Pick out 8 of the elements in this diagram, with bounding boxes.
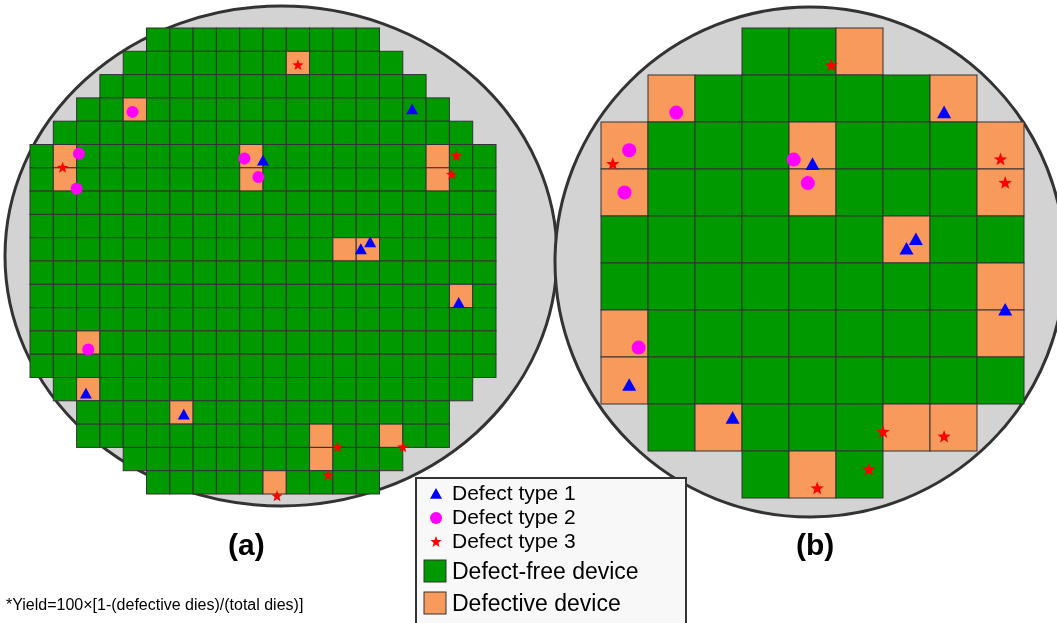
legend-label: Defect type 1 xyxy=(452,482,576,503)
footnote: *Yield=100×[1-(defective dies)/(total dies)] xyxy=(6,596,304,614)
legend-label: Defect type 3 xyxy=(452,530,576,551)
legend-label: Defect type 2 xyxy=(452,506,576,527)
legend-label: Defective device xyxy=(452,592,621,615)
panel-label: (a) xyxy=(228,528,265,562)
panel-label: (b) xyxy=(796,528,835,562)
legend-label: Defect-free device xyxy=(452,560,639,583)
